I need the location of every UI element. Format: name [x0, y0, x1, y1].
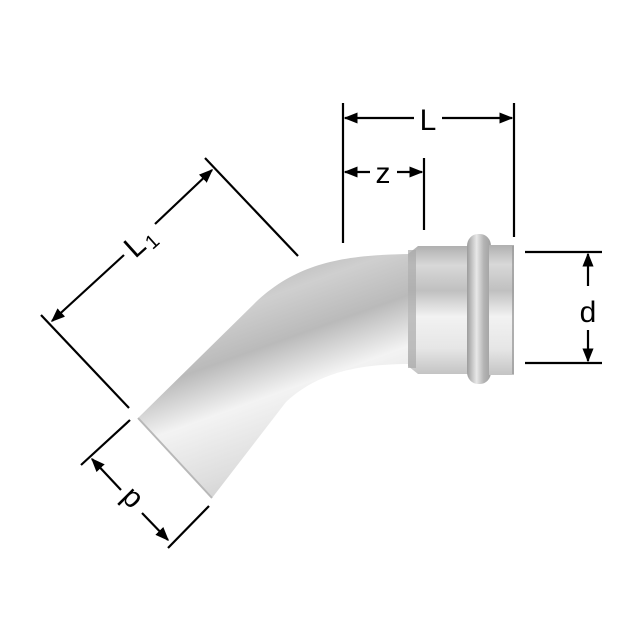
socket-shoulder	[408, 250, 416, 368]
socket-body	[408, 246, 468, 374]
socket-bead	[467, 234, 491, 384]
extension-line-L1-lower	[40, 314, 130, 409]
label-d-socket: d	[580, 296, 597, 329]
socket-lip	[489, 245, 514, 375]
label-L: L	[420, 104, 437, 137]
elbow-tube	[138, 254, 410, 498]
label-z: z	[376, 157, 391, 190]
pipe-elbow	[137, 234, 514, 499]
extension-line-L1-upper	[204, 157, 299, 257]
dim-arrow-d-spigot-up	[91, 457, 122, 491]
extension-line-d-spigot-upper	[80, 419, 131, 466]
dim-arrow-L1-upper	[154, 169, 214, 225]
dim-arrow-L1-lower	[50, 254, 125, 322]
dimension-d-socket: d	[525, 250, 602, 365]
dimension-z: z	[343, 157, 426, 230]
label-L1: L 1	[118, 229, 164, 265]
dimension-L1: L 1	[40, 157, 299, 409]
dimension-L: L	[341, 103, 516, 243]
extension-line-d-spigot-lower	[167, 505, 210, 549]
dim-arrow-d-spigot-down	[141, 512, 169, 542]
spigot-end	[137, 417, 213, 499]
